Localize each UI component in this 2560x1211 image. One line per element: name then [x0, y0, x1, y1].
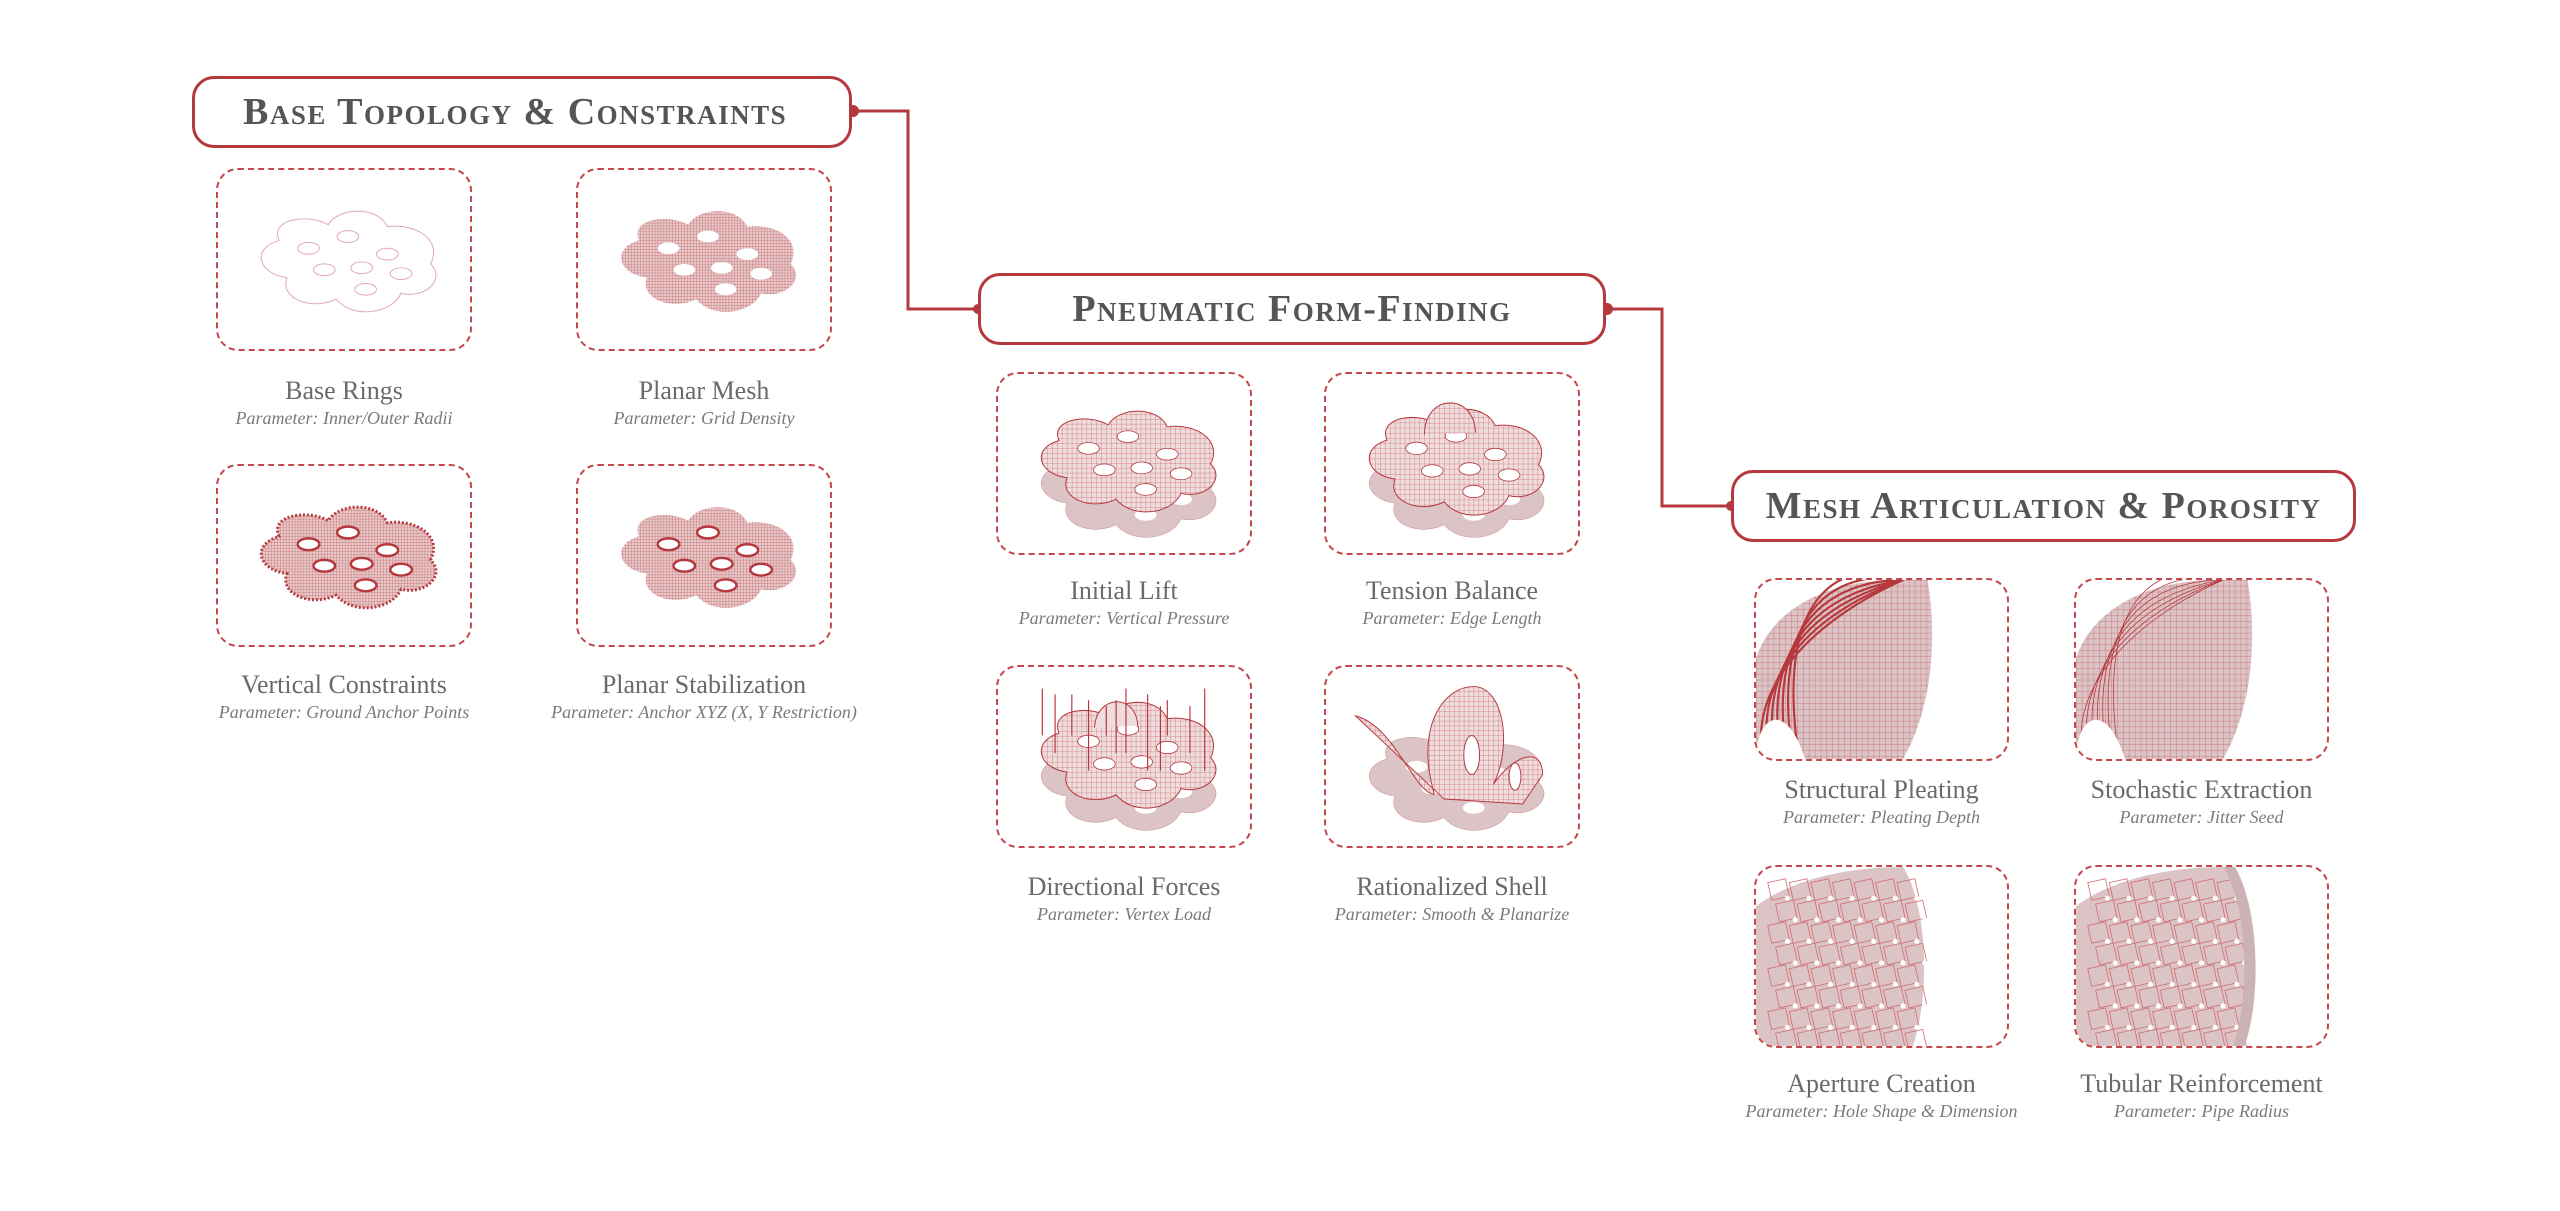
step-parameter: Parameter: Pipe Radius: [2114, 1101, 2289, 1121]
step-title: Stochastic Extraction: [2090, 775, 2313, 804]
stage-header-pneumatic-form-finding: Pneumatic Form-Finding: [978, 273, 1606, 345]
connector-stage1-to-stage2: [852, 109, 978, 311]
step-parameter: Parameter: Ground Anchor Points: [218, 702, 470, 722]
aperture-creation-illustration: [1756, 867, 1928, 1046]
step-title: Tubular Reinforcement: [2080, 1069, 2323, 1098]
step-parameter: Parameter: Smooth & Planarize: [1334, 904, 1570, 924]
planar-mesh-illustration: [621, 211, 796, 312]
step-card: [216, 464, 472, 647]
initial-lift-illustration: [1040, 410, 1217, 538]
step-parameter: Parameter: Vertical Pressure: [1018, 608, 1230, 628]
stage-header-base-topology: Base Topology & Constraints: [192, 76, 852, 148]
step-parameter: Parameter: Anchor XYZ (X, Y Restriction): [551, 702, 857, 722]
tubular-reinforcement-illustration: [2076, 867, 2256, 1046]
step-card: [1754, 578, 2009, 761]
structural-pleating-illustration: [1756, 580, 1933, 759]
step-title: Vertical Constraints: [241, 670, 447, 699]
step-card: [576, 168, 832, 351]
step-card: [2074, 865, 2329, 1048]
connector-stage2-to-stage3: [1606, 307, 1731, 508]
step-card: [2074, 578, 2329, 761]
step-card: [1324, 665, 1580, 848]
step-card: [996, 372, 1252, 555]
step-title: Aperture Creation: [1787, 1069, 1976, 1098]
stochastic-extraction-illustration: [2076, 580, 2253, 759]
step-parameter: Parameter: Vertex Load: [1037, 904, 1211, 924]
stage-header-mesh-articulation: Mesh Articulation & Porosity: [1731, 470, 2356, 542]
step-parameter: Parameter: Grid Density: [613, 408, 795, 428]
step-parameter: Parameter: Hole Shape & Dimension: [1745, 1101, 2018, 1121]
vertical-constraints-illustration: [259, 505, 438, 610]
step-title: Planar Stabilization: [601, 670, 807, 699]
step-parameter: Parameter: Edge Length: [1362, 608, 1542, 628]
step-parameter: Parameter: Pleating Depth: [1783, 807, 1980, 827]
step-card: [996, 665, 1252, 848]
tension-balance-illustration: [1368, 402, 1545, 538]
planar-stabilization-illustration: [621, 507, 796, 608]
step-title: Tension Balance: [1365, 576, 1539, 605]
step-title: Directional Forces: [1027, 872, 1221, 901]
rationalized-shell-illustration: [1353, 686, 1545, 831]
stage-title: Mesh Articulation & Porosity: [1765, 485, 2322, 527]
step-card: [1324, 372, 1580, 555]
stage-title: Base Topology & Constraints: [243, 91, 788, 133]
step-card: [576, 464, 832, 647]
step-title: Initial Lift: [1070, 576, 1178, 605]
step-title: Structural Pleating: [1784, 775, 1979, 804]
step-title: Base Rings: [285, 376, 403, 405]
stage-title: Pneumatic Form-Finding: [1072, 288, 1512, 330]
step-title: Rationalized Shell: [1356, 872, 1548, 901]
directional-forces-illustration: [1040, 688, 1217, 831]
base-rings-illustration: [260, 210, 437, 313]
step-card: [1754, 865, 2009, 1048]
step-card: [216, 168, 472, 351]
step-title: Planar Mesh: [638, 376, 770, 405]
step-parameter: Parameter: Inner/Outer Radii: [235, 408, 453, 428]
step-parameter: Parameter: Jitter Seed: [2119, 807, 2284, 827]
